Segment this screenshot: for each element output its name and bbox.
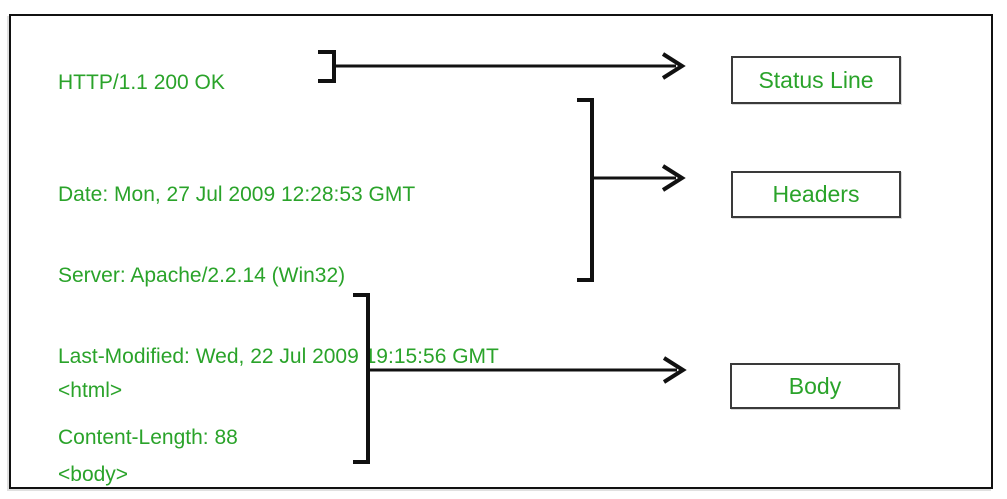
headers-text-block: Date: Mon, 27 Jul 2009 12:28:53 GMT Serv… [58,127,499,499]
header-line-server: Server: Apache/2.2.14 (Win32) [58,264,346,287]
headers-box: Headers [731,171,901,218]
status-line-box-label: Status Line [758,66,874,93]
header-line-last-modified: Last-Modified: Wed, 22 Jul 2009 19:15:56… [58,345,499,368]
outer-frame: HTTP/1.1 200 OK Date: Mon, 27 Jul 2009 1… [9,14,993,489]
header-line-date: Date: Mon, 27 Jul 2009 12:28:53 GMT [58,183,416,206]
headers-box-label: Headers [772,181,860,207]
body-line-body-open: <body> [58,463,129,486]
header-line-content-length: Content-Length: 88 [58,426,238,449]
body-line-html-open: <html> [58,379,123,402]
status-line-box: Status Line [731,56,901,104]
body-text-block: <html> <body> <h1>Hello, World!</h1> </b… [58,321,279,499]
status-line-text: HTTP/1.1 200 OK [58,71,225,94]
body-box-label: Body [788,372,842,399]
body-box: Body [730,363,900,409]
